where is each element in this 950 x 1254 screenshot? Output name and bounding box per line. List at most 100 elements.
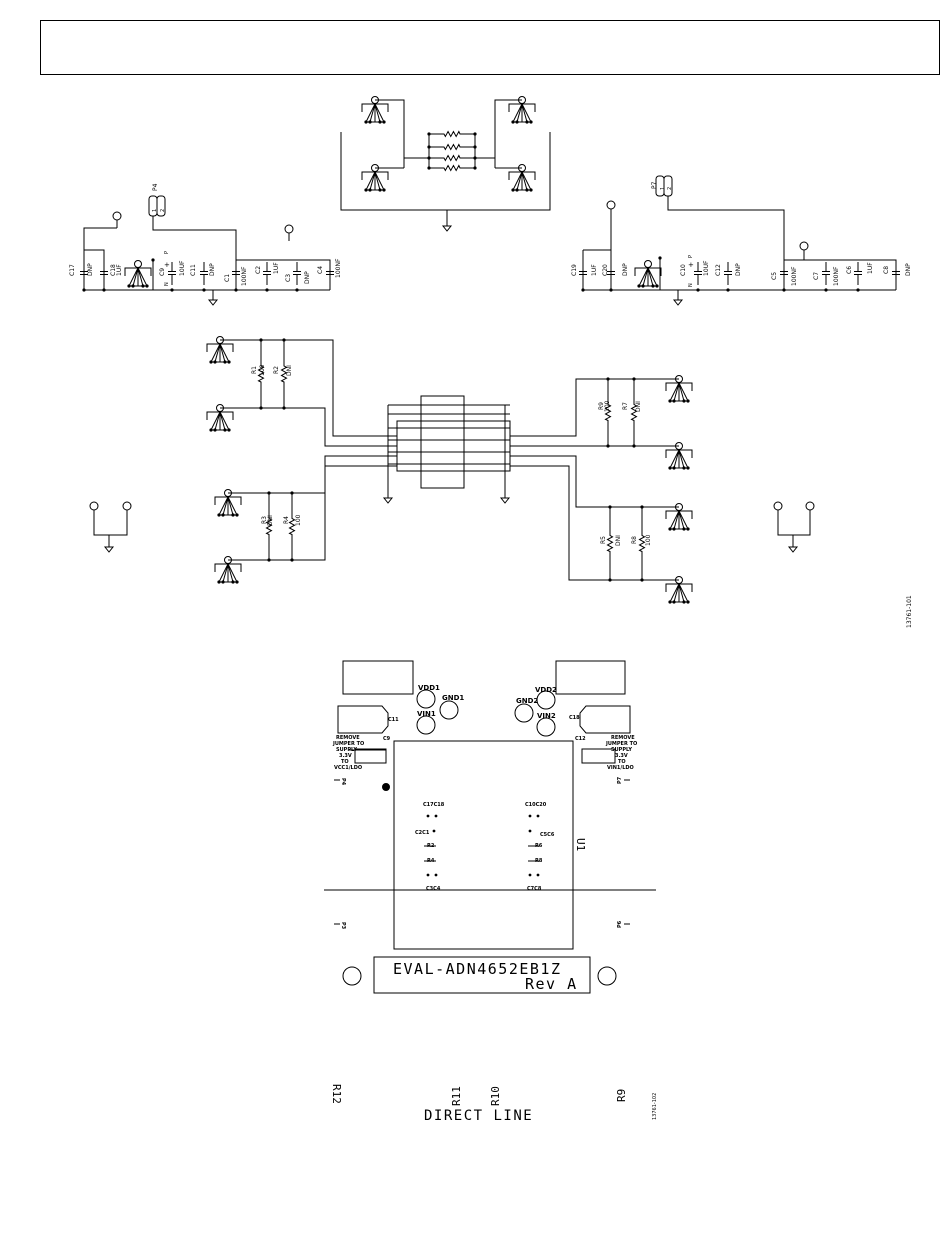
wire	[340, 132, 551, 211]
resistor-symbol	[257, 340, 265, 408]
bottom-r9: R9	[615, 1089, 628, 1102]
sma-connector-symbol	[134, 260, 142, 268]
junction-dot	[525, 120, 529, 124]
junction-dot	[265, 288, 269, 292]
silk-remove-right-4: TO	[618, 759, 626, 765]
sma-connector-symbol	[512, 171, 523, 191]
junction-dot	[672, 399, 676, 403]
cap-ref: C1	[224, 274, 231, 282]
junction-dot	[686, 466, 690, 470]
silk-via	[434, 814, 438, 818]
silk-inner-right-0: C10C20	[525, 802, 547, 808]
junction-dot	[227, 428, 231, 432]
cap-value: 100NF	[791, 266, 798, 286]
header-box	[40, 20, 940, 75]
junction-dot	[672, 600, 676, 604]
junction-dot	[290, 558, 294, 562]
sma-connector-symbol	[678, 510, 685, 530]
cap-ref: C7	[813, 272, 820, 280]
sma-connector-symbol	[678, 583, 685, 603]
silk-c12: C12	[575, 736, 586, 742]
silk-ref-p7: P7	[617, 776, 623, 784]
figure-id-schematic: 13761-101	[906, 595, 913, 628]
resistor-symbol	[429, 130, 475, 138]
bottom-r10: R10	[489, 1086, 502, 1106]
sma-connector-symbol	[642, 267, 649, 287]
junction-dot	[145, 284, 149, 288]
cap-value: 10UF	[179, 260, 186, 276]
junction-dot	[259, 406, 263, 410]
wire	[583, 215, 612, 251]
sma-connector-symbol	[222, 496, 229, 516]
resistor-symbol	[638, 507, 646, 580]
junction-dot	[658, 256, 662, 260]
junction-dot	[231, 513, 235, 517]
silk-mounting-hole	[342, 966, 362, 986]
junction-dot	[668, 600, 672, 604]
sma-connector-symbol	[219, 343, 230, 363]
ground-symbol	[441, 225, 453, 232]
wire	[494, 99, 522, 168]
resistor-ref: R9	[598, 402, 605, 410]
junction-dot	[632, 377, 636, 381]
sma-connector-symbol	[227, 563, 234, 583]
junction-dot	[473, 145, 477, 149]
silk-test-pad	[536, 717, 556, 737]
sma-connector-symbol	[218, 563, 229, 583]
sma-connector-symbol	[669, 382, 680, 402]
cap-value: DNP	[905, 263, 912, 276]
sma-connector-symbol	[365, 171, 376, 191]
silk-via	[426, 873, 430, 877]
silk-inner-left-0: C17C18	[423, 802, 445, 808]
wire	[510, 378, 679, 437]
silk-test-pad	[416, 715, 436, 735]
junction-dot	[282, 406, 286, 410]
silk-c11: C11	[388, 717, 399, 723]
test-point-symbol	[89, 501, 99, 511]
junction-dot	[668, 527, 672, 531]
junction-dot	[295, 288, 299, 292]
silk-test-pad	[439, 700, 459, 720]
sma-connector-symbol	[214, 411, 221, 431]
silk-remove-left-4: TO	[341, 759, 349, 765]
figure-id-board: 13761-102	[652, 1093, 658, 1120]
cap-value: DNP	[304, 271, 311, 284]
silk-inner-right-3: R8	[535, 858, 543, 864]
junction-dot	[382, 120, 386, 124]
junction-dot	[267, 491, 271, 495]
junction-dot	[141, 284, 145, 288]
wire	[236, 259, 331, 290]
silk-inner-right-4: C7C8	[527, 886, 542, 892]
pin-label-2-right: 2	[667, 187, 673, 190]
polarity-p-right: P	[688, 255, 694, 258]
sma-connector-symbol	[638, 267, 649, 287]
silk-gnd2: GND2	[516, 697, 538, 705]
silk-inner-left-4: C3C4	[426, 886, 441, 892]
silk-inner-right-1: C5C6	[540, 832, 555, 838]
cap-ref: C18	[110, 264, 117, 276]
junction-dot	[672, 527, 676, 531]
junction-dot	[473, 132, 477, 136]
wire	[667, 196, 785, 290]
bottom-r12: R12	[330, 1084, 343, 1104]
sma-connector-symbol	[516, 103, 523, 123]
wire	[83, 227, 117, 250]
cap-ref: C6	[846, 266, 853, 274]
junction-dot	[378, 188, 382, 192]
cap-ref: C8	[883, 266, 890, 274]
junction-dot	[259, 338, 263, 342]
wire	[784, 259, 897, 290]
wire	[777, 518, 811, 536]
silk-vin1: VIN1	[417, 710, 436, 718]
junction-dot	[686, 527, 690, 531]
sma-connector-symbol	[673, 583, 680, 603]
resistor-symbol	[429, 143, 475, 151]
silk-inner-left-1: C2C1	[415, 830, 430, 836]
silk-remove-left-2: SUPPLY	[336, 747, 357, 753]
silk-remove-right-5: VIN1/LDO	[607, 765, 634, 771]
sma-connector-symbol	[669, 449, 680, 469]
junction-dot	[82, 288, 86, 292]
resistor-value: DNI	[267, 515, 274, 526]
cap-ref: C3	[285, 274, 292, 282]
sma-connector-symbol	[678, 382, 685, 402]
